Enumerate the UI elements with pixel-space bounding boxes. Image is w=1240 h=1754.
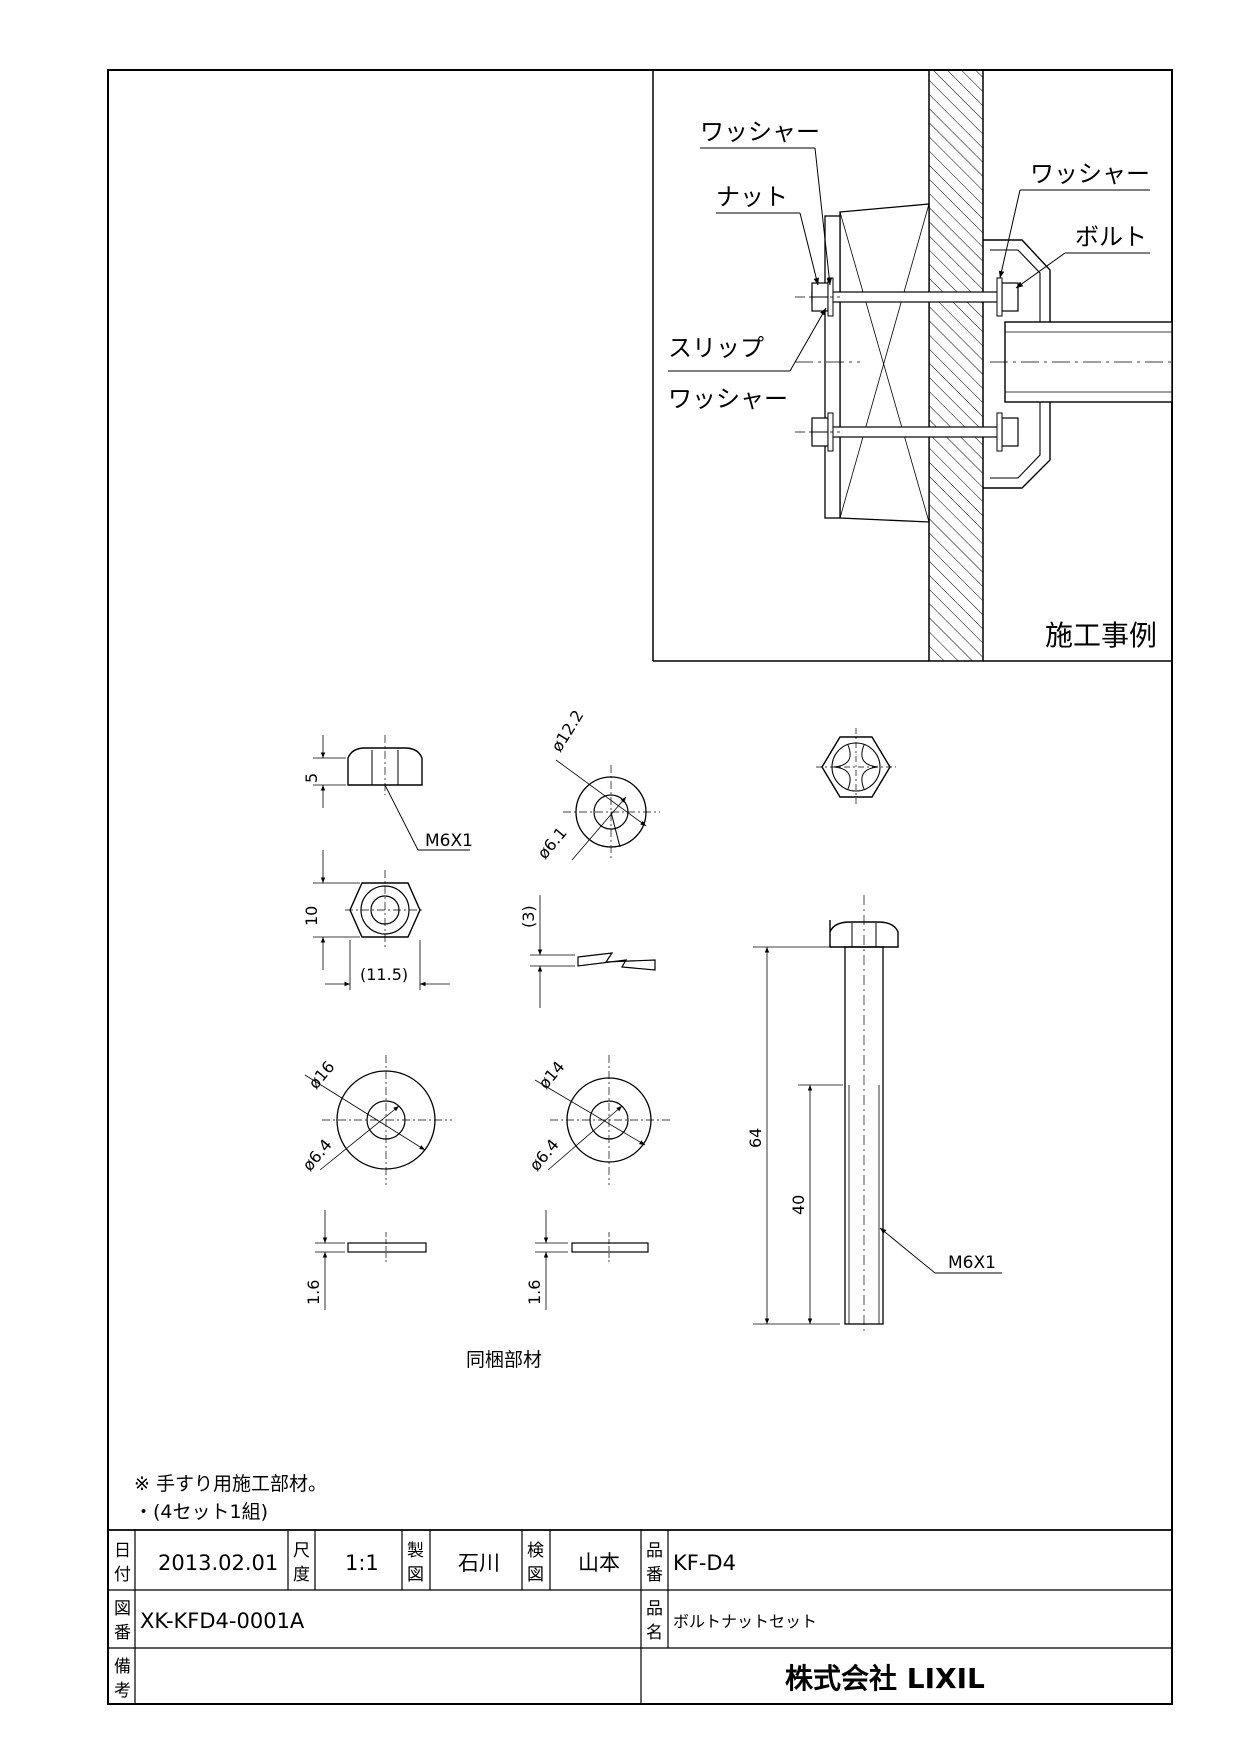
tb-date: 2013.02.01 [158, 1551, 278, 1575]
tb-date-label-2: 付 [114, 1565, 131, 1585]
tb-drawn-label-1: 製 [407, 1541, 424, 1561]
tb-checked-by: 山本 [578, 1551, 620, 1575]
slip-washer-side-view [530, 895, 656, 1008]
company-logo: 株式会社 LIXIL [785, 1662, 985, 1695]
tb-name-label-1: 品 [646, 1599, 663, 1619]
nut-side-view [313, 735, 470, 851]
dim-bolt-thread: M6X1 [948, 1253, 996, 1273]
dim-slip-thickness: (3) [519, 905, 538, 928]
dim-washer1-thickness: 1.6 [304, 1280, 323, 1305]
example-caption: 施工事例 [1045, 619, 1157, 652]
base-block [824, 203, 930, 523]
tb-checked-label-1: 検 [527, 1541, 544, 1561]
washer-16-side-view [315, 1210, 427, 1310]
washer-16-top-view [304, 1055, 452, 1185]
dim-slip-inner: ø6.1 [534, 823, 571, 862]
tb-part-no-label-2: 番 [646, 1565, 663, 1585]
tb-part-name: ボルトナットセット [673, 1612, 817, 1631]
title-block [108, 1529, 1172, 1704]
nut-top-view [313, 850, 450, 990]
tb-drawing-no: XK-KFD4-0001A [140, 1609, 305, 1633]
parts-drawings: 5 M6X1 10 (11.5) [299, 707, 1002, 1371]
bolt-side-view [753, 895, 1002, 1335]
label-washer-left: ワッシャー [700, 118, 820, 146]
dim-washer1-outer: ø16 [305, 1057, 339, 1092]
note-line-1: ※ 手すり用施工部材。 [134, 1473, 327, 1495]
tb-drawing-no-label-2: 番 [114, 1623, 131, 1643]
parts-caption: 同梱部材 [466, 1349, 542, 1371]
tb-part-no: KF-D4 [673, 1551, 736, 1575]
tb-name-label-2: 名 [646, 1623, 663, 1643]
tb-remarks-label-1: 備 [114, 1657, 131, 1677]
tb-scale-label-1: 尺 [293, 1541, 310, 1561]
washer-14-top-view [534, 1055, 672, 1185]
tb-part-no-label-1: 品 [646, 1541, 663, 1561]
dim-washer2-inner: ø6.4 [526, 1135, 563, 1174]
dim-slip-outer: ø12.2 [547, 707, 587, 756]
dim-nut-height-full: 10 [302, 906, 321, 926]
label-nut: ナット [716, 183, 788, 211]
dim-washer1-inner: ø6.4 [299, 1135, 336, 1174]
tb-scale-label-2: 度 [293, 1565, 310, 1585]
washer-14-side-view [535, 1210, 649, 1310]
dim-bolt-length: 64 [746, 1128, 765, 1148]
dim-nut-across-flats: (11.5) [360, 965, 408, 984]
dim-nut-height: 5 [302, 773, 321, 783]
dim-bolt-thread-length: 40 [789, 1195, 808, 1215]
note-line-2: ・(4セット1組) [134, 1501, 268, 1523]
tb-drawn-label-2: 図 [407, 1565, 424, 1585]
label-bolt: ボルト [1075, 223, 1147, 251]
dim-washer2-outer: ø14 [535, 1057, 569, 1092]
label-slip: スリップ [668, 334, 764, 362]
label-slip-washer: ワッシャー [668, 385, 788, 413]
dim-nut-thread: M6X1 [425, 831, 473, 851]
bolt-head-view [816, 728, 896, 806]
tb-drawn-by: 石川 [458, 1551, 500, 1575]
handrail-bracket [983, 239, 1173, 489]
tb-drawing-no-label-1: 図 [114, 1599, 131, 1619]
tb-checked-label-2: 図 [527, 1565, 544, 1585]
slip-washer-top-view [555, 759, 660, 861]
tb-scale: 1:1 [345, 1551, 379, 1575]
sheet-border [107, 69, 1173, 1705]
tb-remarks-label-2: 考 [114, 1681, 131, 1701]
label-washer-right: ワッシャー [1030, 160, 1150, 188]
construction-example-panel: ワッシャー ナット スリップ ワッシャー ワッシャー ボルト 施工事例 [652, 70, 1173, 662]
tb-date-label-1: 日 [114, 1541, 131, 1561]
wall-hatch [929, 70, 983, 661]
dim-washer2-thickness: 1.6 [525, 1280, 544, 1305]
